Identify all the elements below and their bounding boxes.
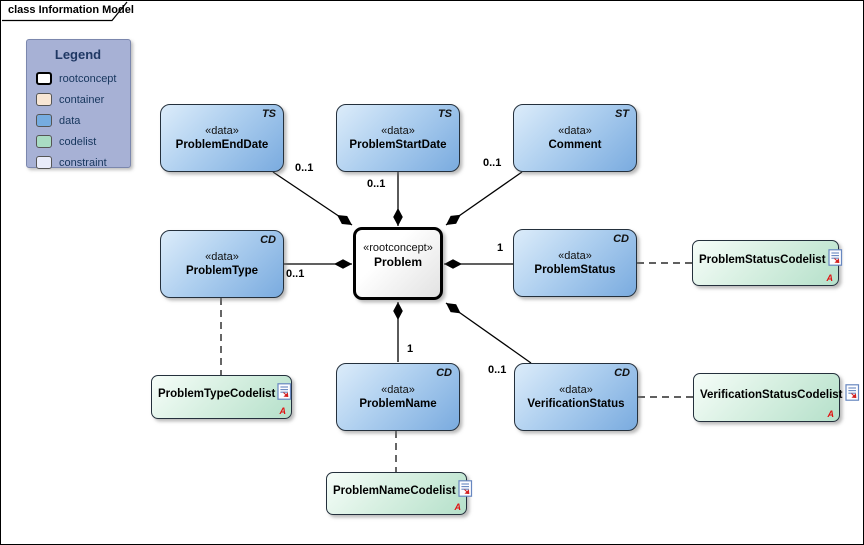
node-problem-status-codelist[interactable]: ProblemStatusCodelist A <box>692 240 842 286</box>
abstract-marker: A <box>279 406 287 416</box>
stereotype: «data» <box>205 250 239 263</box>
multiplicity-label-problem-start-date: 0..1 <box>367 178 386 190</box>
node-problem-type-codelist[interactable]: ProblemTypeCodelist A <box>151 375 292 419</box>
type-tag: CD <box>260 234 276 246</box>
legend-item-constraint: constraint <box>36 152 130 173</box>
codelist-name: ProblemStatusCodelist <box>699 254 826 266</box>
edge-problem-end-date[interactable] <box>272 171 353 226</box>
legend-item-label: codelist <box>59 135 97 148</box>
node-name: ProblemEndDate <box>175 138 269 151</box>
edge-comment[interactable] <box>445 171 523 226</box>
type-tag: CD <box>436 367 452 379</box>
linked-document-icon <box>277 383 292 405</box>
node-verification-status[interactable]: CD «data» VerificationStatus <box>514 363 638 431</box>
edge-verification-status[interactable] <box>445 302 532 364</box>
multiplicity-label-problem-name: 1 <box>407 343 414 355</box>
legend-item-label: rootconcept <box>59 72 117 85</box>
frame-tab-outline <box>2 1 128 22</box>
rootconcept-swatch <box>36 72 52 85</box>
node-problem-name-codelist[interactable]: ProblemNameCodelist A <box>326 472 472 515</box>
data-swatch <box>36 114 52 127</box>
node-comment[interactable]: ST «data» Comment <box>513 104 637 172</box>
node-problem-end-date[interactable]: TS «data» ProblemEndDate <box>160 104 284 172</box>
diagram-frame-label: class Information Model <box>8 4 134 16</box>
legend-title: Legend <box>54 47 102 62</box>
multiplicity-label-comment: 0..1 <box>483 157 502 169</box>
multiplicity-label-problem-end-date: 0..1 <box>295 162 314 174</box>
legend-item-label: constraint <box>59 156 107 169</box>
legend-item-codelist: codelist <box>36 131 130 152</box>
stereotype: «data» <box>559 383 593 396</box>
node-name: Problem <box>373 255 422 269</box>
multiplicity-label-problem-type: 0..1 <box>286 268 305 280</box>
type-tag: CD <box>614 367 630 379</box>
linked-document-icon <box>844 383 860 406</box>
stereotype: «data» <box>558 124 592 137</box>
node-name: VerificationStatus <box>527 397 625 410</box>
type-tag: CD <box>613 233 629 245</box>
codelist-swatch <box>36 135 52 148</box>
node-name: ProblemStartDate <box>349 138 447 151</box>
type-tag: TS <box>437 108 452 120</box>
linked-document-icon <box>458 479 473 502</box>
stereotype: «data» <box>381 124 415 137</box>
node-problem-type[interactable]: CD «data» ProblemType <box>160 230 284 298</box>
node-problem-status[interactable]: CD «data» ProblemStatus <box>513 229 637 297</box>
node-verification-status-codelist[interactable]: VerificationStatusCodelist A <box>693 373 859 422</box>
node-name: Comment <box>548 138 602 151</box>
node-name: ProblemStatus <box>534 263 616 276</box>
type-tag: ST <box>614 108 629 120</box>
node-name: ProblemType <box>186 264 258 277</box>
legend[interactable]: Legend rootconcept container data codeli… <box>26 39 131 169</box>
legend-item-container: container <box>36 89 130 110</box>
node-problem-start-date[interactable]: TS «data» ProblemStartDate <box>336 104 460 172</box>
multiplicity-label-verification-status: 0..1 <box>488 364 507 376</box>
node-problem[interactable]: «rootconcept» Problem <box>353 227 443 300</box>
container-swatch <box>36 93 52 106</box>
constraint-swatch <box>36 156 52 169</box>
abstract-marker: A <box>454 502 462 512</box>
legend-item-rootconcept: rootconcept <box>36 68 130 89</box>
node-problem-name[interactable]: CD «data» ProblemName <box>336 363 460 431</box>
stereotype: «data» <box>381 383 415 396</box>
linked-document-icon <box>827 249 843 271</box>
node-name: ProblemName <box>359 397 437 410</box>
abstract-marker: A <box>827 409 835 419</box>
abstract-marker: A <box>826 273 834 283</box>
legend-item-data: data <box>36 110 130 131</box>
stereotype: «data» <box>205 124 239 137</box>
multiplicity-label-problem-status: 1 <box>497 242 504 254</box>
codelist-name: ProblemTypeCodelist <box>158 388 276 400</box>
type-tag: TS <box>261 108 276 120</box>
stereotype: «data» <box>558 249 592 262</box>
legend-item-label: container <box>59 93 105 106</box>
stereotype: «rootconcept» <box>363 242 433 254</box>
codelist-name: VerificationStatusCodelist <box>700 388 843 401</box>
codelist-name: ProblemNameCodelist <box>333 484 456 497</box>
legend-item-label: data <box>59 114 81 127</box>
